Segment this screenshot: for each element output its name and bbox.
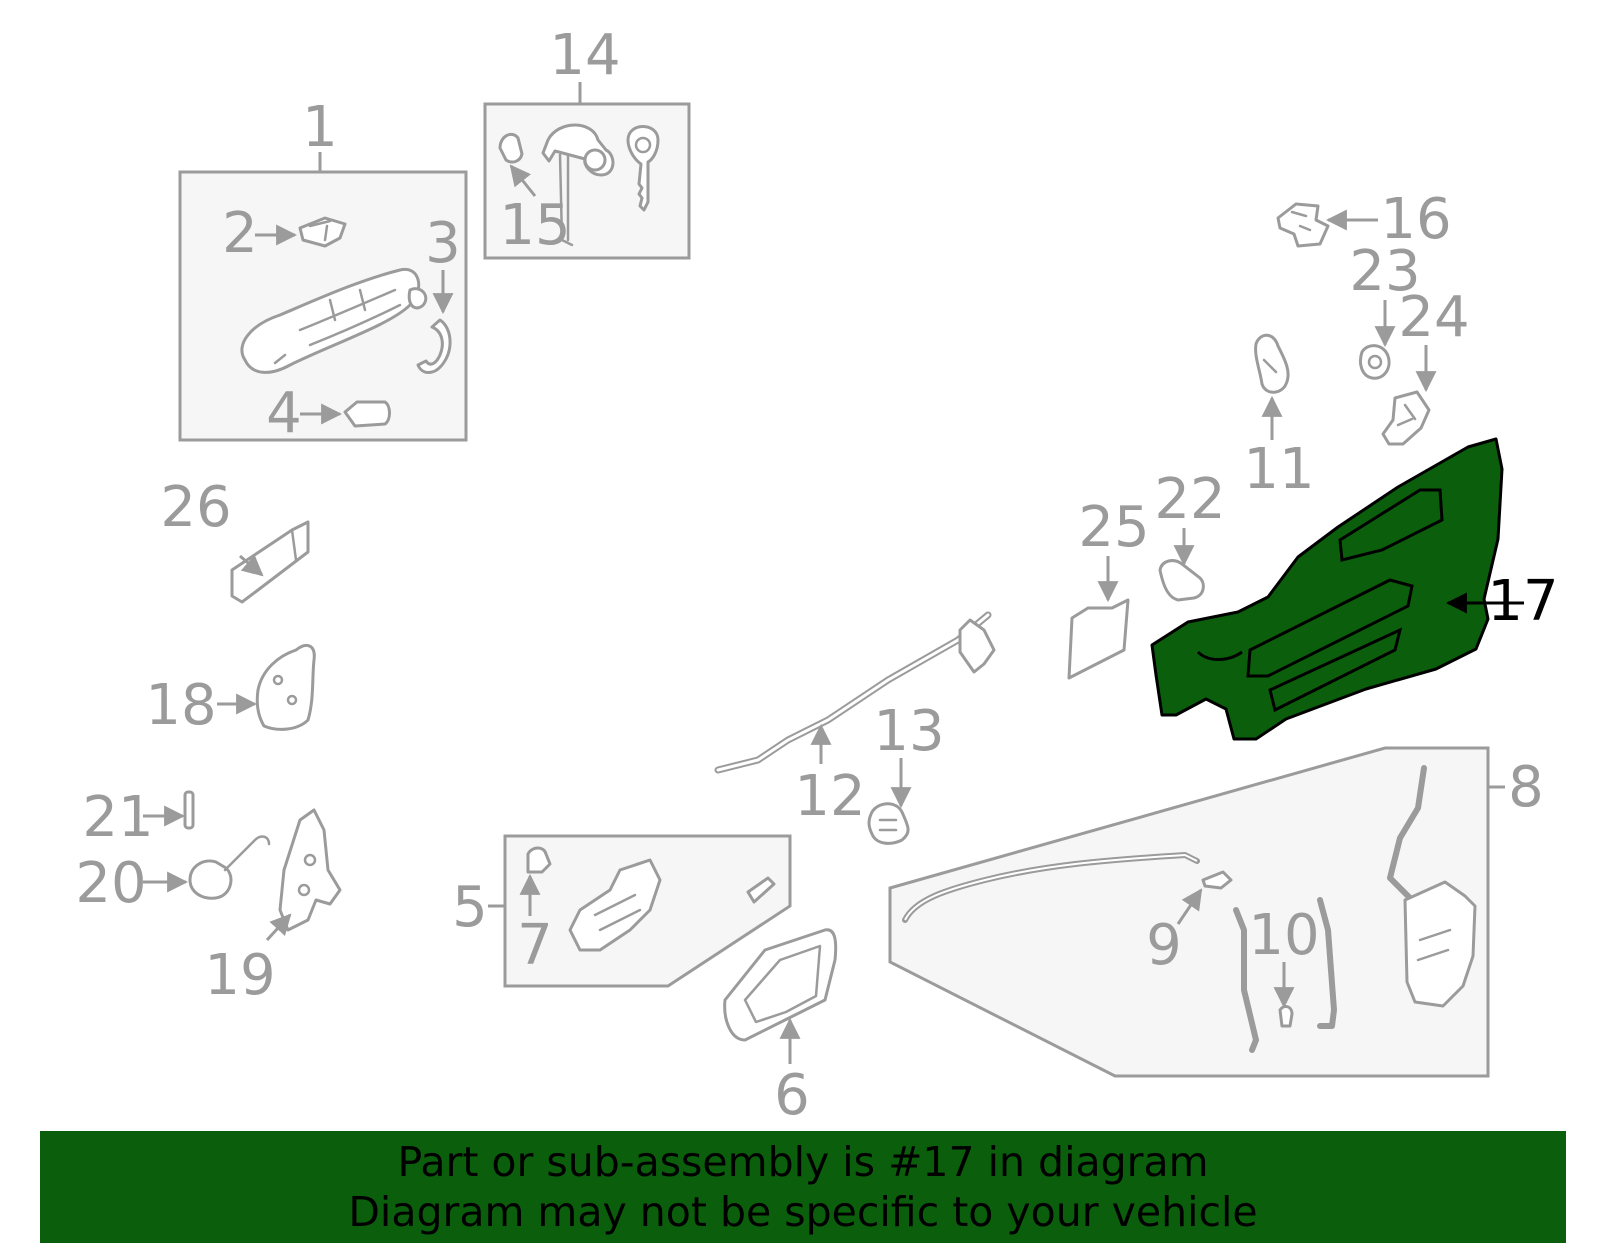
door-latch-assembly-part[interactable] <box>1387 765 1477 1008</box>
callout-23: 23 <box>1349 239 1420 304</box>
callout-22: 22 <box>1154 467 1225 532</box>
callout-6: 6 <box>774 1063 810 1128</box>
part-12-rod[interactable] <box>714 611 996 774</box>
lock-cylinder-part[interactable] <box>541 123 615 247</box>
part-3-bracket[interactable] <box>416 318 452 374</box>
info-banner: Part or sub-assembly is #17 in diagram D… <box>40 1131 1566 1243</box>
callout-21: 21 <box>82 785 153 850</box>
callout-5: 5 <box>452 875 488 940</box>
part-11-bracket[interactable] <box>1254 333 1290 394</box>
part-15-retainer[interactable] <box>498 132 524 164</box>
callout-12: 12 <box>794 764 865 829</box>
callout-18: 18 <box>145 673 216 738</box>
callout-14: 14 <box>549 23 620 88</box>
part-16-clip[interactable] <box>1276 202 1330 248</box>
callout-16: 16 <box>1380 187 1451 252</box>
callout-24: 24 <box>1398 285 1469 350</box>
callout-13: 13 <box>873 699 944 764</box>
callout-7: 7 <box>517 913 553 978</box>
callout-19: 19 <box>204 943 275 1008</box>
part-19-hinge[interactable] <box>278 808 342 932</box>
part-7-clip[interactable] <box>526 846 552 874</box>
part-24-bracket[interactable] <box>1381 390 1431 446</box>
banner-line-disclaimer: Diagram may not be specific to your vehi… <box>348 1188 1258 1236</box>
callout-8: 8 <box>1508 755 1544 820</box>
part-4-pad[interactable] <box>343 400 391 428</box>
key-part[interactable] <box>626 125 660 212</box>
callout-25: 25 <box>1078 495 1149 560</box>
part-6-inside-handle[interactable] <box>723 928 838 1042</box>
part-26-bracket[interactable] <box>230 520 310 604</box>
outside-handle-part[interactable] <box>240 267 428 374</box>
callout-4: 4 <box>266 381 302 446</box>
group-box-8 <box>888 746 1505 1078</box>
small-bracket-part[interactable] <box>746 876 776 904</box>
callout-9: 9 <box>1146 913 1182 978</box>
callout-17-highlighted: 17 <box>1487 569 1558 634</box>
part-20-hinge[interactable] <box>188 835 271 900</box>
part-21-pin[interactable] <box>183 790 195 830</box>
part-18-hinge[interactable] <box>255 643 316 731</box>
callout-11: 11 <box>1243 437 1314 502</box>
door-latch-cable-part[interactable] <box>902 852 1200 923</box>
part-23-grommet[interactable] <box>1358 344 1391 380</box>
highlighted-part-17-watershield[interactable] <box>1150 437 1504 741</box>
callout-26: 26 <box>160 475 231 540</box>
banner-line-part-number: Part or sub-assembly is #17 in diagram <box>397 1138 1209 1186</box>
callout-15: 15 <box>499 193 570 258</box>
callout-2: 2 <box>222 201 258 266</box>
callout-1: 1 <box>302 95 338 160</box>
callout-3: 3 <box>425 211 461 276</box>
part-2-clip[interactable] <box>298 216 347 248</box>
part-9-clip[interactable] <box>1201 870 1233 890</box>
part-13-clip[interactable] <box>867 802 910 845</box>
part-25-pad[interactable] <box>1067 598 1130 680</box>
part-22-plug[interactable] <box>1158 559 1205 602</box>
callout-20: 20 <box>75 851 146 916</box>
callout-10: 10 <box>1248 903 1319 968</box>
door-lock-actuator-part[interactable] <box>568 858 662 952</box>
